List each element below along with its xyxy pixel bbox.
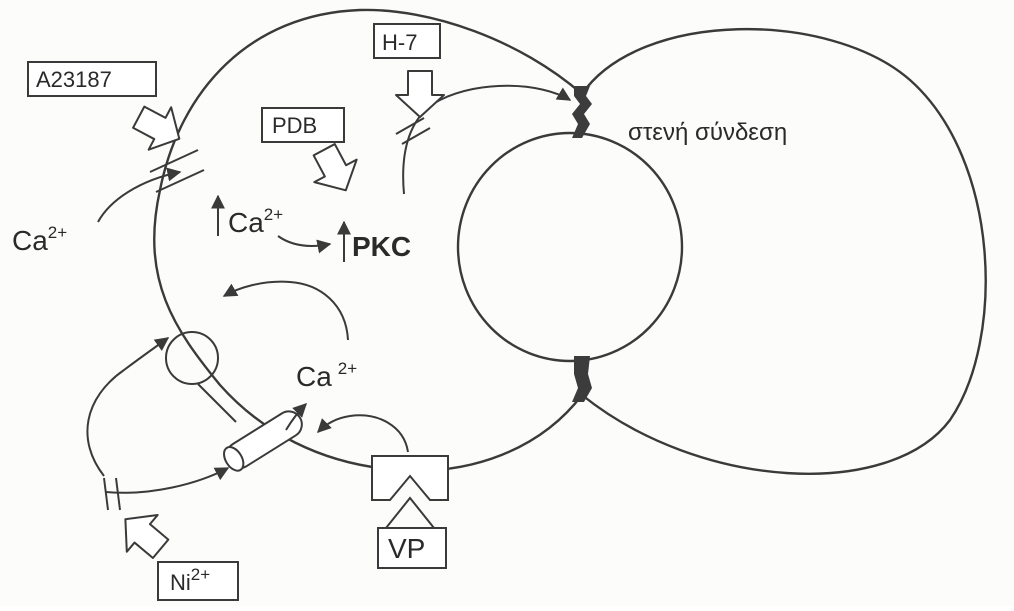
h7-label: H-7: [382, 30, 417, 55]
right-cell: [581, 28, 987, 475]
recirculation-loop-upper: [222, 280, 349, 341]
pkc-to-junction-arrow: [402, 84, 572, 195]
vp-label-box: VP: [377, 527, 447, 569]
vp-receptor: [371, 455, 449, 529]
tight-junction-label: στενή σύνδεση: [628, 119, 787, 146]
tight-junction-top: [572, 86, 592, 138]
h7-hollow-arrow-icon: [395, 70, 445, 118]
a23187-label: A23187: [36, 67, 112, 92]
vp-to-channel-arrow: [317, 414, 409, 453]
vp-label: VP: [388, 533, 425, 564]
recirculation-loop-bottom: [105, 467, 230, 494]
calcium-pump-circle: [165, 331, 219, 385]
right-cell-membrane: [581, 28, 987, 475]
hollow-arrow-icon: [132, 105, 181, 151]
ni-label: Ni2+: [170, 565, 210, 595]
h7-channel-block-icon: [395, 117, 431, 145]
pdb-hollow-arrow-icon: [312, 143, 358, 192]
calcium-to-pkc-arrow: [277, 235, 332, 254]
ni-label-box: Ni2+: [157, 561, 239, 601]
a23187-label-box: A23187: [27, 61, 157, 97]
calcium-influx-arrow: [97, 167, 182, 223]
calcium-outside-label: Ca2+: [12, 223, 67, 256]
calcium-inside-label: Ca2+: [228, 205, 283, 238]
calcium-channel-cylinder: [223, 410, 303, 472]
pdb-label-box: PDB: [261, 107, 345, 143]
tight-junction-bottom: [572, 356, 592, 402]
ni-hollow-arrow-icon: [124, 513, 170, 559]
pkc-label: PKC: [352, 231, 411, 262]
middle-cell: [456, 131, 684, 363]
ni-channel-block-icon: [103, 477, 121, 511]
recirculation-loop-left: [86, 337, 170, 477]
pdb-label: PDB: [272, 113, 317, 138]
channel-block-icon: [149, 149, 205, 193]
h7-label-box: H-7: [373, 23, 441, 59]
channel-to-calcium-arrow: [285, 403, 307, 431]
cylinder-stalk: [197, 383, 237, 423]
